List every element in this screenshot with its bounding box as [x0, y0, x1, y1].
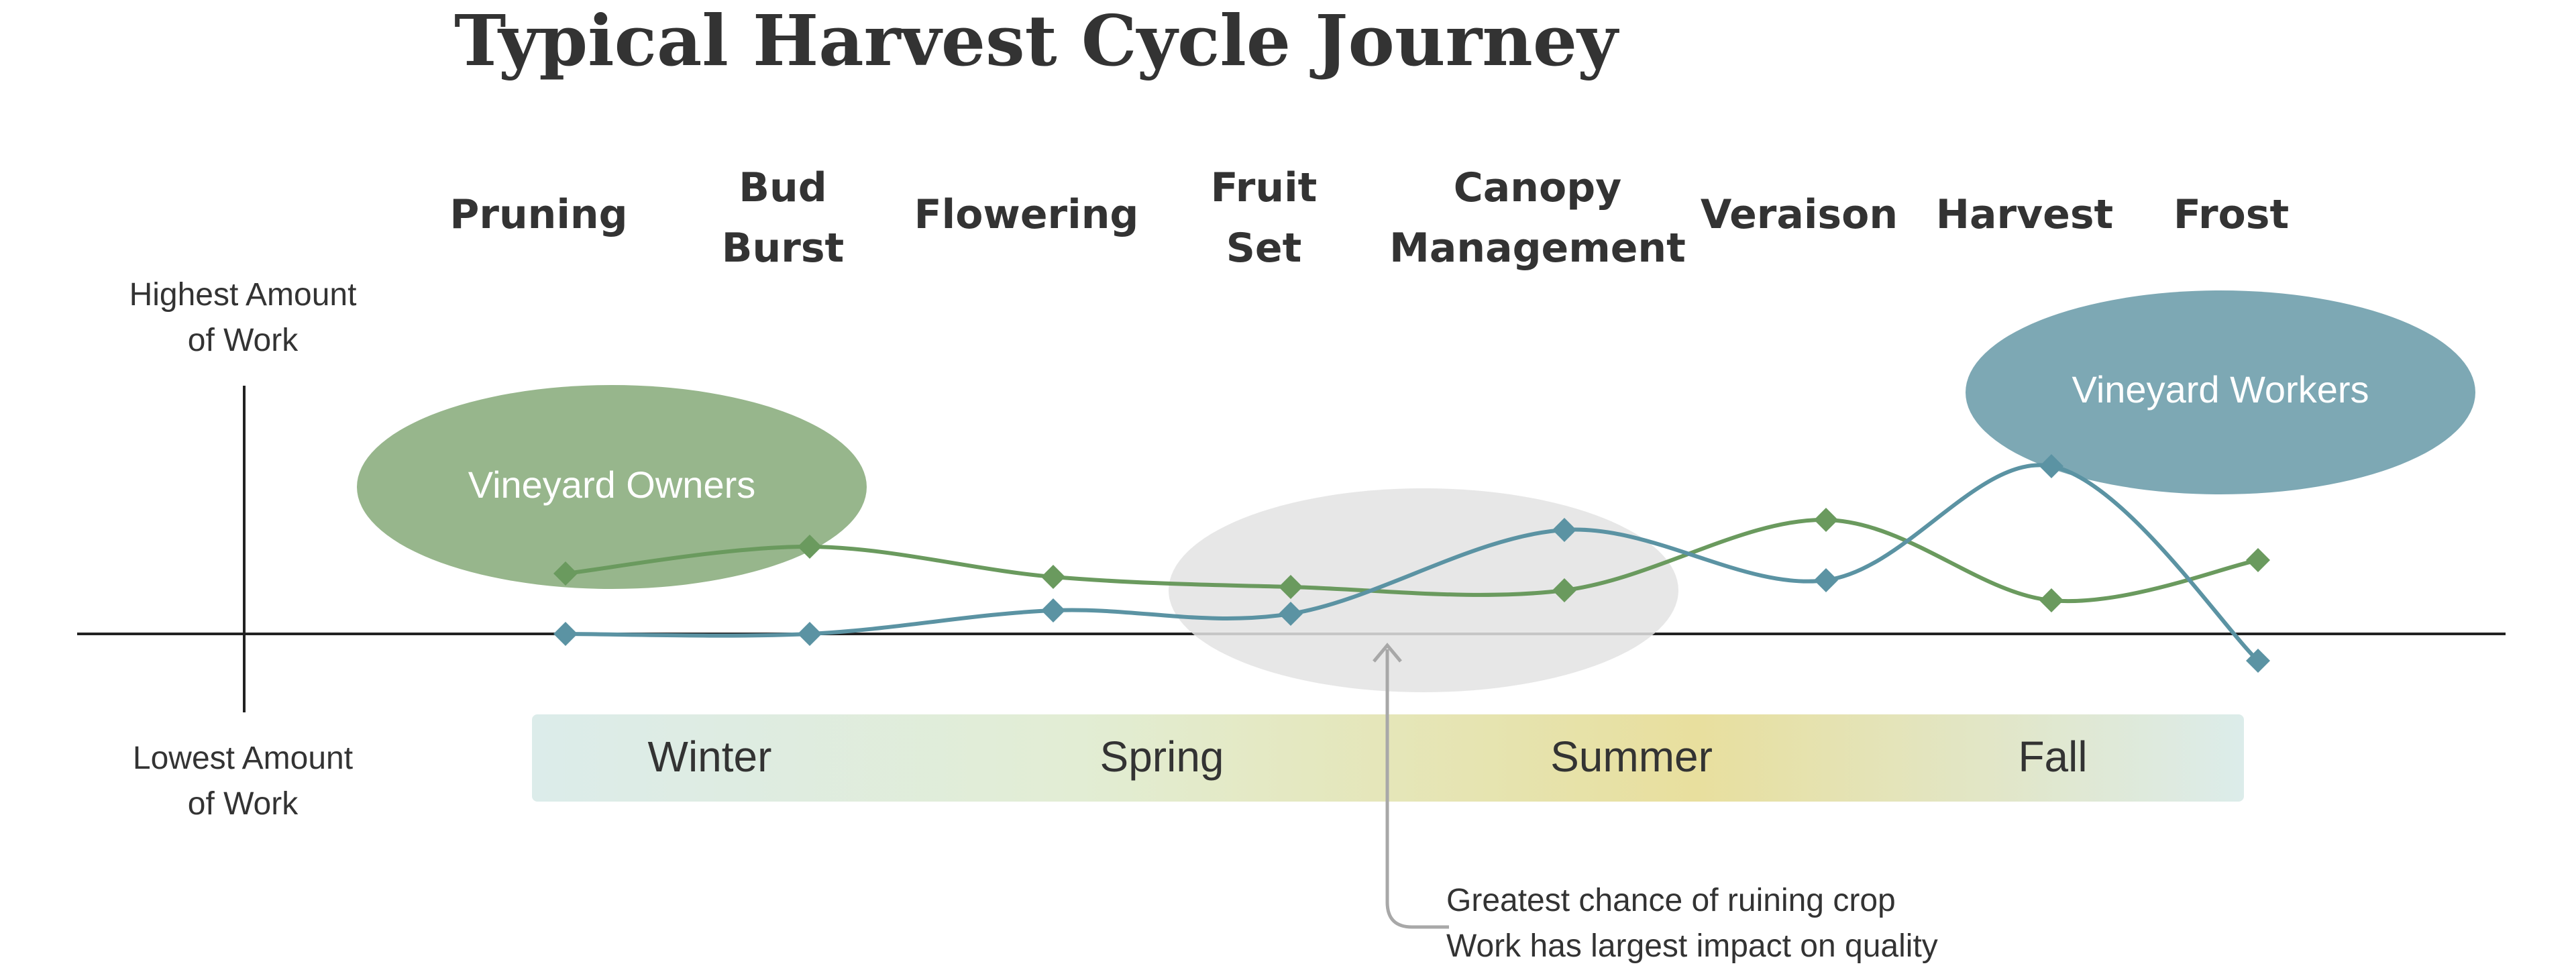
point-vineyard-owners-harvest — [2039, 588, 2063, 612]
series-line-vineyard-workers — [565, 463, 2260, 663]
chart-title: Typical Harvest Cycle Journey — [454, 0, 1619, 82]
critical-zone-ellipse — [1169, 488, 1678, 692]
point-vineyard-owners-bud-burst — [798, 535, 822, 559]
annotation-line-1: Greatest chance of ruining crop — [1446, 883, 1896, 918]
point-vineyard-owners-pruning — [553, 561, 578, 586]
point-vineyard-workers-harvest — [2039, 454, 2063, 478]
vineyard-workers-bubble — [1966, 290, 2475, 494]
season-label-spring: Spring — [1100, 732, 1224, 781]
season-label-summer: Summer — [1550, 732, 1713, 781]
vineyard-owners-bubble — [357, 385, 867, 589]
season-label-fall: Fall — [2018, 732, 2087, 781]
annotation-line-2: Work has largest impact on quality — [1446, 928, 1938, 964]
stage-label-frost: Frost — [2174, 191, 2289, 238]
point-vineyard-workers-veraison — [1814, 568, 1838, 592]
series-line-vineyard-owners — [565, 517, 2259, 604]
point-vineyard-owners-veraison — [1814, 508, 1838, 532]
season-labels: Winter Spring Summer Fall — [648, 732, 2088, 781]
season-label-winter: Winter — [648, 732, 772, 781]
point-vineyard-workers-pruning — [553, 622, 578, 646]
point-vineyard-workers-bud-burst — [798, 622, 822, 646]
stage-label-harvest: Harvest — [1936, 191, 2114, 238]
stage-label-flowering: Flowering — [914, 191, 1139, 238]
point-vineyard-owners-frost — [2246, 548, 2270, 572]
series-lines — [565, 463, 2260, 663]
series-points — [553, 454, 2270, 673]
annotation-arrow-head — [1373, 643, 1402, 663]
annotation-arrow-line — [1385, 649, 1449, 929]
point-vineyard-workers-flowering — [1041, 598, 1065, 622]
vineyard-workers-label: Vineyard Workers — [2072, 368, 2369, 411]
point-vineyard-owners-fruit-set — [1279, 575, 1303, 599]
stage-label-pruning: Pruning — [449, 191, 627, 238]
point-vineyard-workers-frost — [2246, 649, 2270, 673]
point-vineyard-owners-canopy-management — [1552, 578, 1576, 602]
point-vineyard-workers-fruit-set — [1279, 602, 1303, 626]
vineyard-owners-label: Vineyard Owners — [468, 464, 756, 506]
point-vineyard-workers-canopy-management — [1552, 518, 1576, 542]
stage-label-veraison: Veraison — [1701, 191, 1898, 238]
point-vineyard-owners-flowering — [1041, 565, 1065, 589]
